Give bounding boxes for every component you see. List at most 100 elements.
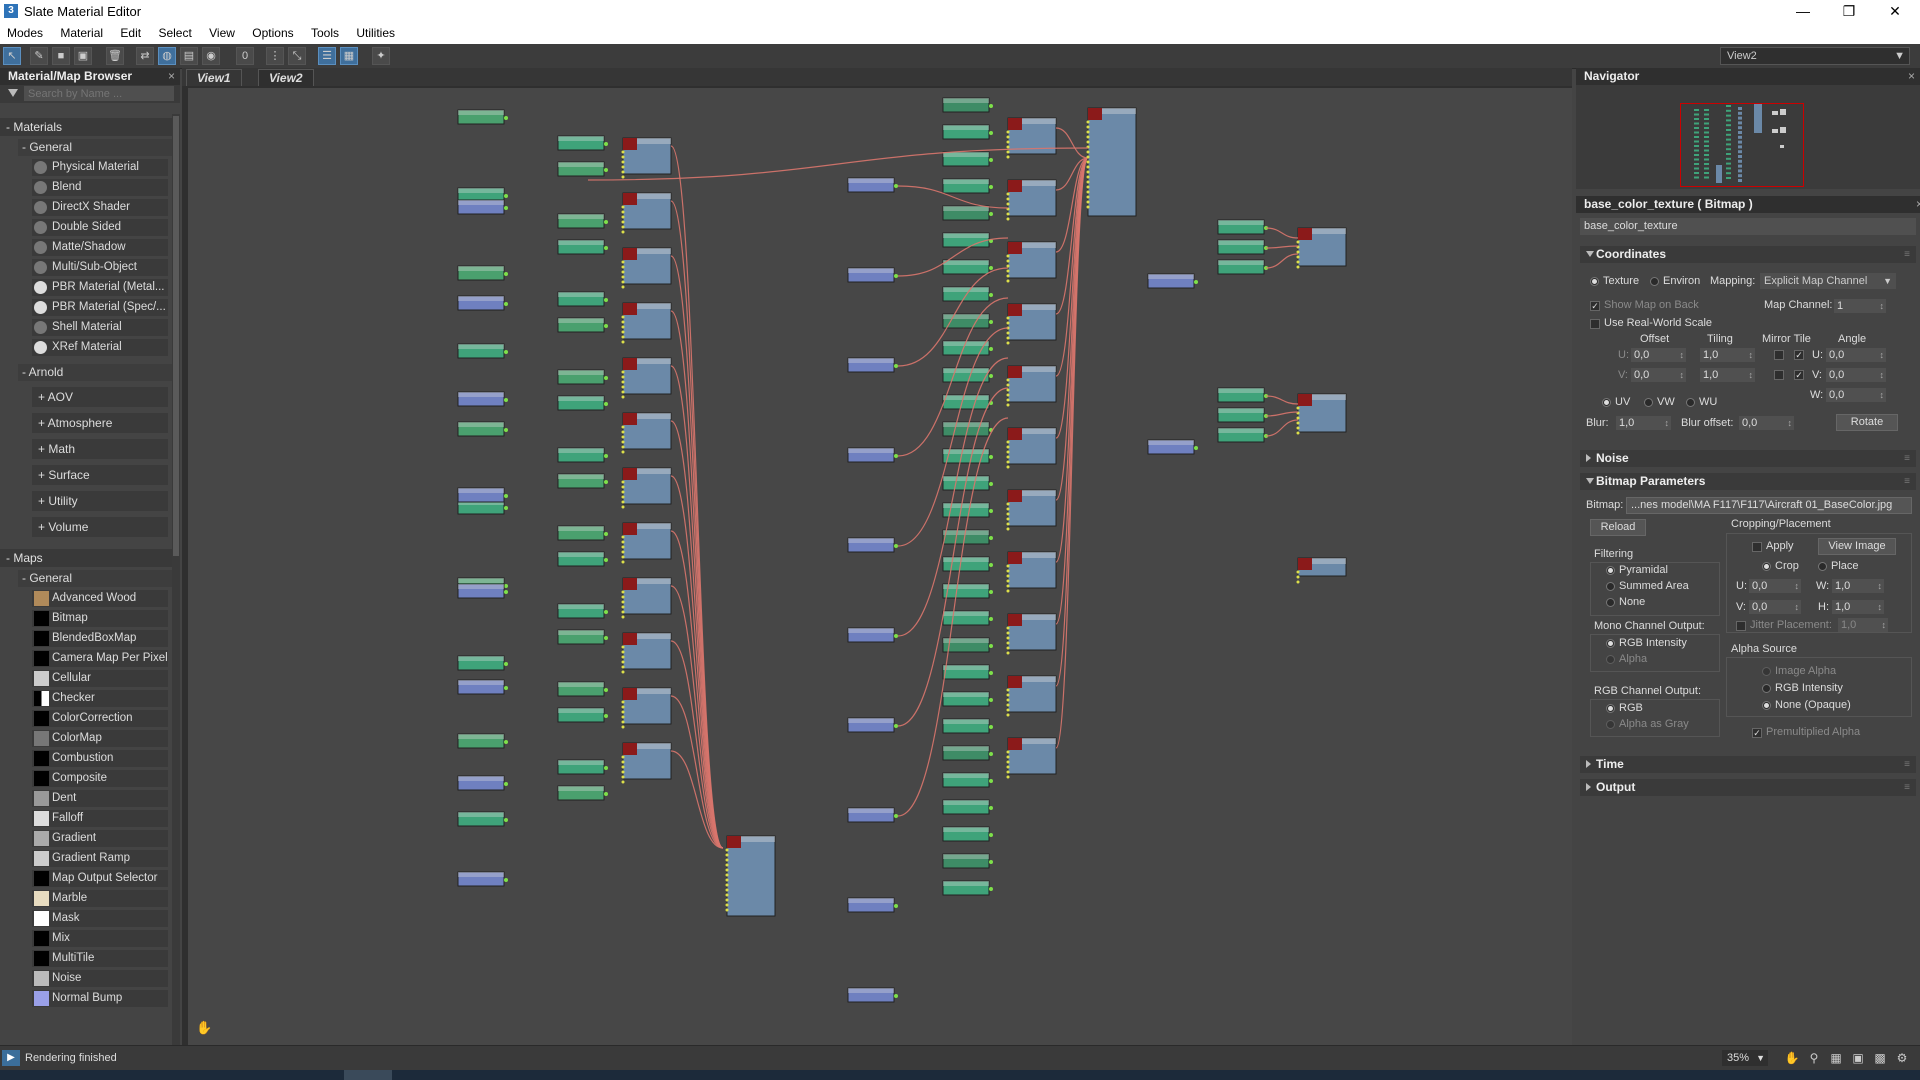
texture-radio[interactable] [1590,277,1599,286]
rollout-time[interactable]: Time≡ [1580,756,1916,773]
alpha-rgb-intensity-radio[interactable] [1762,684,1771,693]
list-item[interactable]: XRef Material [32,339,168,356]
menu-modes[interactable]: Modes [7,26,44,40]
group-arnold[interactable]: - Arnold [18,364,172,381]
summed-area-radio[interactable] [1606,582,1615,591]
image-alpha-radio[interactable] [1762,667,1771,676]
blur-offset-spinner[interactable]: 0,0 [1739,416,1794,430]
menu-select[interactable]: Select [158,26,192,40]
wu-radio[interactable] [1686,398,1695,407]
select-tool-icon[interactable]: ↖ [3,47,21,65]
list-item[interactable]: Falloff [32,810,168,827]
list-item[interactable]: Physical Material [32,159,168,176]
close-icon[interactable]: × [167,69,175,83]
environ-radio[interactable] [1650,277,1659,286]
list-item[interactable]: Gradient Ramp [32,850,168,867]
parameter-editor-toggle-icon[interactable]: ▦ [340,47,358,65]
uv-radio[interactable] [1602,398,1611,407]
close-icon[interactable]: × [1915,197,1920,211]
premultiplied-checkbox[interactable]: ✓ [1752,728,1762,738]
hide-unused-slots-icon[interactable]: ◍ [158,47,176,65]
list-item[interactable]: Composite [32,770,168,787]
rollout-output[interactable]: Output≡ [1580,779,1916,796]
layout-children-icon[interactable]: ⤡ [288,47,306,65]
zoom-region-icon[interactable]: ▦ [1830,1051,1842,1065]
map-name-field[interactable]: base_color_texture [1580,218,1916,235]
list-item[interactable]: Marble [32,890,168,907]
group-maps-general[interactable]: - General [18,570,172,587]
close-icon[interactable]: × [1907,69,1915,83]
material-browser-toggle-icon[interactable]: ☰ [318,47,336,65]
list-item[interactable]: Noise [32,970,168,987]
list-item[interactable]: Combustion [32,750,168,767]
close-button[interactable]: ✕ [1889,3,1901,19]
view-options-icon[interactable]: ⚙ [1896,1051,1908,1065]
vw-radio[interactable] [1644,398,1653,407]
view-selector[interactable]: View2▼ [1720,47,1910,65]
rollout-coordinates[interactable]: Coordinates≡ [1580,246,1916,263]
pan-icon[interactable]: ✋ [1784,1051,1800,1065]
rotate-button[interactable]: Rotate [1836,414,1898,431]
menu-view[interactable]: View [209,26,235,40]
view-image-button[interactable]: View Image [1818,538,1896,555]
list-item[interactable]: Map Output Selector [32,870,168,887]
crop-v-spinner[interactable]: 0,0 [1749,600,1801,614]
list-item[interactable]: Checker [32,690,168,707]
jitter-spinner[interactable]: 1,0 [1838,618,1888,632]
list-item[interactable]: Mix [32,930,168,947]
zoom-extents-selected-icon[interactable]: ▩ [1874,1051,1886,1065]
show-map-icon[interactable]: ▤ [180,47,198,65]
u-mirror-checkbox[interactable] [1774,350,1784,360]
put-material-icon[interactable]: ■ [52,47,70,65]
list-item[interactable]: MultiTile [32,950,168,967]
crop-u-spinner[interactable]: 0,0 [1749,579,1801,593]
menu-options[interactable]: Options [252,26,294,40]
list-item[interactable]: Camera Map Per Pixel [32,650,168,667]
place-radio[interactable] [1818,562,1827,571]
v-angle-spinner[interactable]: 0,0 [1826,368,1886,382]
pick-material-icon[interactable]: ✎ [30,47,48,65]
arnold-group-surface[interactable]: + Surface [32,465,168,485]
alpha-as-gray-radio[interactable] [1606,720,1615,729]
list-item[interactable]: Bitmap [32,610,168,627]
list-item[interactable]: ColorCorrection [32,710,168,727]
rgb-radio[interactable] [1606,704,1615,713]
u-tile-checkbox[interactable]: ✓ [1794,350,1804,360]
list-item[interactable]: Advanced Wood [32,590,168,607]
move-children-icon[interactable]: ⇄ [136,47,154,65]
list-item[interactable]: Mask [32,910,168,927]
zoom-extents-icon[interactable]: ▣ [1852,1051,1864,1065]
minimize-button[interactable]: — [1796,3,1810,19]
v-offset-spinner[interactable]: 0,0 [1631,368,1686,382]
restore-button[interactable]: ❐ [1842,3,1856,19]
browser-options-icon[interactable] [8,89,18,97]
list-item[interactable]: Double Sided [32,219,168,236]
bitmap-path-button[interactable]: ...nes model\MA F117\F117\Aircraft 01_Ba… [1626,497,1912,514]
v-mirror-checkbox[interactable] [1774,370,1784,380]
arnold-group-atmosphere[interactable]: + Atmosphere [32,413,168,433]
pan-hand-icon[interactable]: ✋ [196,1020,213,1035]
menu-utilities[interactable]: Utilities [356,26,396,40]
list-item[interactable]: Cellular [32,670,168,687]
layout-vertical-icon[interactable]: ⋮ [266,47,284,65]
mono-alpha-radio[interactable] [1606,655,1615,664]
map-channel-spinner[interactable]: 1 [1834,299,1886,313]
node-graph[interactable] [188,88,1572,1045]
pyramidal-radio[interactable] [1606,566,1615,575]
list-item[interactable]: DirectX Shader [32,199,168,216]
rollout-noise[interactable]: Noise≡ [1580,450,1916,467]
list-item[interactable]: BlendedBoxMap [32,630,168,647]
arnold-group-volume[interactable]: + Volume [32,517,168,537]
show-map-on-back-checkbox[interactable]: ✓ [1590,301,1600,311]
material-id-icon[interactable]: 0 [236,47,254,65]
list-item[interactable]: Gradient [32,830,168,847]
navigator-view[interactable] [1576,85,1920,189]
menu-edit[interactable]: Edit [120,26,142,40]
category-materials[interactable]: - Materials [0,118,172,136]
node-graph-canvas[interactable] [188,88,1572,1045]
list-item[interactable]: PBR Material (Metal... [32,279,168,296]
list-item[interactable]: Multi/Sub-Object [32,259,168,276]
search-input[interactable] [24,86,174,101]
u-tiling-spinner[interactable]: 1,0 [1700,348,1755,362]
rgb-intensity-radio[interactable] [1606,639,1615,648]
